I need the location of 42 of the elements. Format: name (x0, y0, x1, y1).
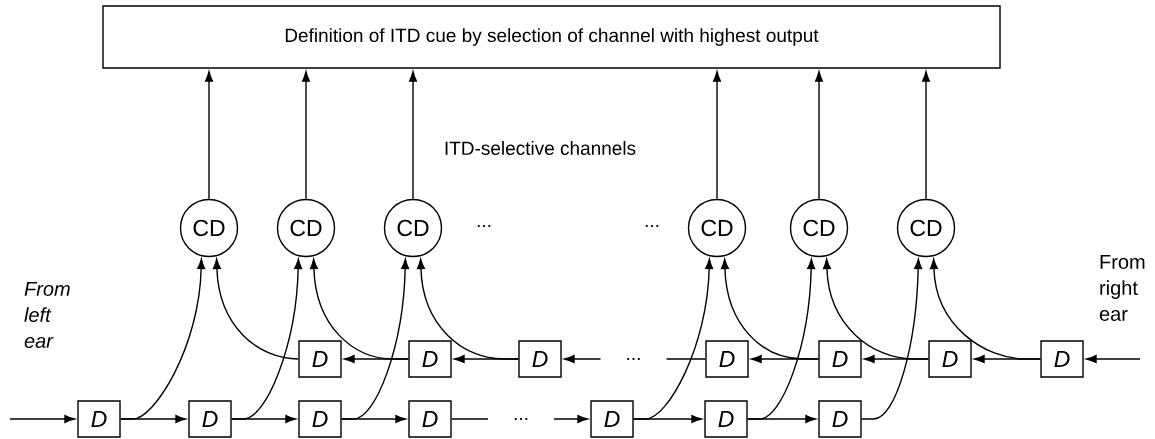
delay-box: D (818, 400, 862, 438)
ellipsis: ... (488, 412, 554, 426)
arrow (922, 71, 931, 200)
delay-box: D (928, 340, 972, 378)
ellipsis: ... (600, 352, 667, 366)
arrow (720, 258, 819, 360)
arrow (861, 258, 923, 420)
arrow (929, 258, 1041, 360)
side-label: From right ear (1099, 255, 1145, 321)
delay-box: D (705, 340, 749, 378)
delay-box: D (590, 400, 634, 438)
delay-box: D (704, 400, 748, 438)
delay-box: D (298, 340, 342, 378)
delay-box: D (818, 340, 862, 378)
arrow (1086, 354, 1141, 364)
arrow (712, 71, 722, 200)
arrow (633, 258, 714, 420)
arrow (309, 258, 409, 360)
arrow (205, 71, 214, 200)
label: ITD-selective channels (445, 141, 636, 155)
arrow (822, 258, 929, 360)
delay-box: D (1040, 340, 1084, 378)
arrow (416, 258, 519, 360)
arrow (815, 71, 824, 200)
arrow (302, 71, 311, 200)
arrow (409, 71, 418, 200)
arrow (212, 258, 299, 360)
arrow (231, 258, 303, 420)
definition-box: Definition of ITD cue by selection of channel with highest output (102, 5, 1001, 69)
label: ... (645, 225, 659, 227)
arrow (341, 258, 410, 420)
side-label: From left ear (24, 282, 70, 348)
delay-box: D (408, 340, 452, 378)
delay-box: D (298, 400, 342, 438)
delay-box: D (77, 400, 121, 438)
label: ... (477, 225, 491, 227)
arrow (747, 258, 816, 420)
delay-box: D (518, 340, 562, 378)
delay-box: D (188, 400, 232, 438)
delay-box: D (408, 400, 452, 438)
arrow (120, 258, 206, 420)
arrow (9, 414, 75, 424)
